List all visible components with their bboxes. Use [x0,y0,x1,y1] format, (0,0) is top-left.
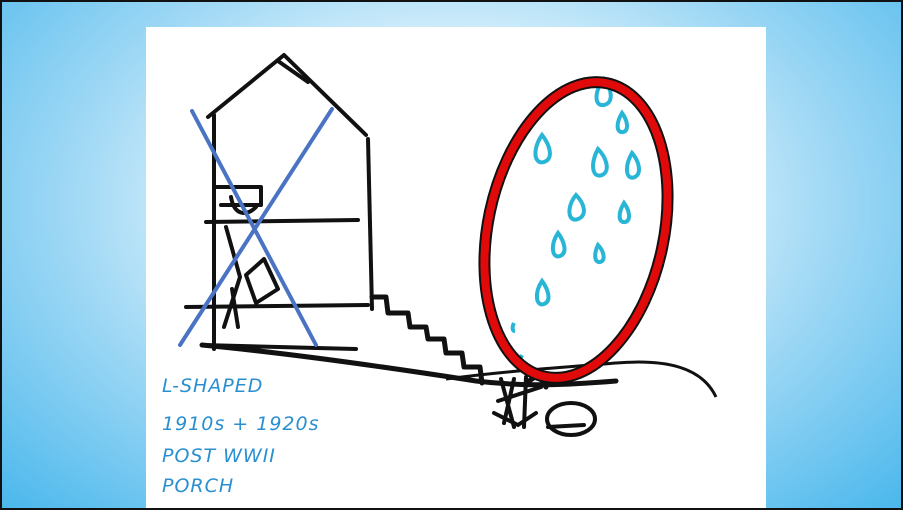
red-oval-fill [480,78,672,382]
x-cross-out-icon [178,107,334,347]
raindrops [510,75,641,365]
ground-line [445,360,718,398]
house-sketch-icon [184,53,374,351]
sketch-paper: L-SHAPED 1910s + 1920s POST WWII PORCH [146,27,766,510]
note-l-shaped: L-SHAPED [162,375,264,397]
note-post-wwii: POST WWII [162,445,276,467]
tree-stump-icon [492,375,597,437]
sketch-drawing [178,53,718,437]
note-1910s-1920s: 1910s + 1920s [162,413,320,435]
note-porch: PORCH [162,475,235,497]
red-oval-icon [478,76,674,384]
